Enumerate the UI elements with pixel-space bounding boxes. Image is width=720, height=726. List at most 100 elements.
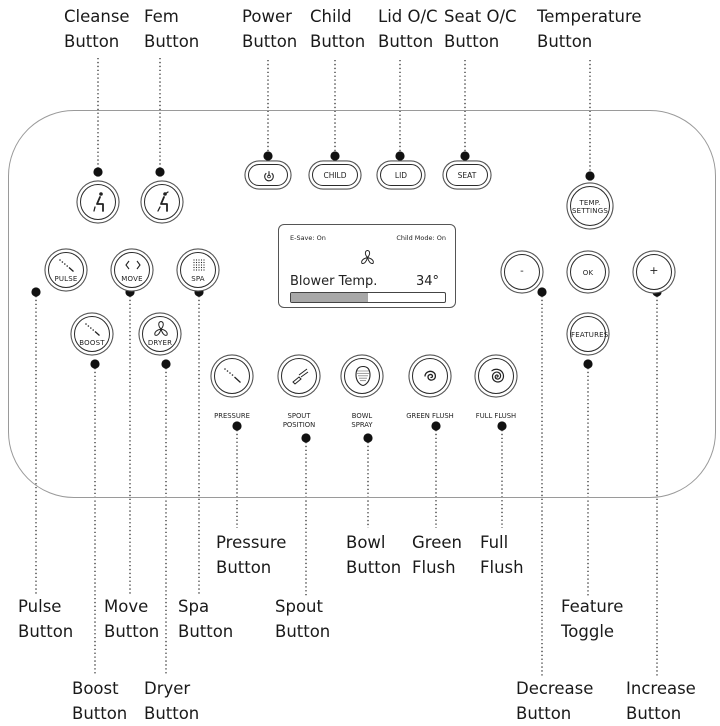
rear-wash-person-icon xyxy=(93,192,104,212)
leader-dot-bowl xyxy=(363,433,373,443)
spout-position-icon xyxy=(292,368,309,385)
lcd-display: E-Save: On Child Mode: On Blower Temp. 3… xyxy=(278,224,456,308)
full-flush-label: FULL FLUSH xyxy=(475,412,517,420)
move-button[interactable]: MOVE xyxy=(114,252,150,288)
leader-dot-temperature xyxy=(585,171,595,181)
boost-button-label: BOOST xyxy=(79,339,105,347)
fan-icon xyxy=(154,320,168,336)
power-icon xyxy=(264,171,274,182)
display-setting-value: 34° xyxy=(415,274,439,289)
temp-settings-button[interactable]: TEMP. SETTINGS xyxy=(570,186,610,226)
display-e-save: E-Save: On xyxy=(290,234,326,242)
ok-button[interactable]: OK xyxy=(570,254,606,290)
temp-settings-label-2: SETTINGS xyxy=(571,207,609,215)
increase-button-label: + xyxy=(649,264,659,277)
leader-dot-green-flush xyxy=(431,421,441,431)
spa-button[interactable]: SPA xyxy=(180,252,216,288)
decrease-button[interactable]: - xyxy=(504,254,540,290)
pressure-label: PRESSURE xyxy=(214,412,250,420)
cleanse-button[interactable] xyxy=(80,184,116,220)
green-flush-button[interactable] xyxy=(412,358,448,394)
leader-dot-spa xyxy=(194,287,204,297)
green-flush-label: GREEN FLUSH xyxy=(406,412,454,420)
spout-position-button[interactable] xyxy=(281,358,317,394)
spiral-icon xyxy=(491,368,505,383)
spa-dots-icon xyxy=(193,259,205,271)
boost-button[interactable]: BOOST xyxy=(74,316,110,352)
dryer-button-label: DRYER xyxy=(147,339,173,347)
bowl-spray-icon xyxy=(355,365,371,387)
leader-dot-full-flush xyxy=(497,421,507,431)
seat-button[interactable]: SEAT xyxy=(446,164,488,186)
leader-dot-dryer xyxy=(161,359,171,369)
decrease-button-label: - xyxy=(520,266,524,277)
leader-dot-cleanse xyxy=(93,167,103,177)
fan-icon xyxy=(361,249,374,264)
move-arrows-icon xyxy=(125,260,141,270)
leader-dot-feature xyxy=(583,359,593,369)
leader-dot-pulse xyxy=(31,287,41,297)
display-level-bar xyxy=(290,292,446,303)
leader-dot-lid xyxy=(395,151,405,161)
features-button[interactable]: FEATURES xyxy=(570,316,609,352)
child-button[interactable]: CHILD xyxy=(312,164,358,186)
pressure-button[interactable] xyxy=(214,358,250,394)
increase-button[interactable]: + xyxy=(636,254,672,290)
bowl-spray-button[interactable] xyxy=(344,358,380,394)
front-wash-person-icon xyxy=(157,191,169,212)
leader-dot-power xyxy=(263,151,273,161)
ok-button-label: OK xyxy=(582,269,594,277)
pulse-button-label: PULSE xyxy=(54,275,78,283)
dryer-button[interactable]: DRYER xyxy=(142,316,178,352)
move-button-label: MOVE xyxy=(121,275,143,283)
child-button-label: CHILD xyxy=(323,171,347,180)
leader-dot-fem xyxy=(155,167,165,177)
full-flush-button[interactable] xyxy=(478,358,514,394)
leader-dot-pressure xyxy=(232,421,242,431)
spa-button-label: SPA xyxy=(191,275,205,283)
leader-dot-decrease xyxy=(537,287,547,297)
boost-spray-icon xyxy=(85,323,100,336)
leader-dot-child xyxy=(330,151,340,161)
leader-dot-seat xyxy=(460,151,470,161)
fem-button[interactable] xyxy=(144,184,180,220)
temp-settings-label-1: TEMP. xyxy=(579,199,601,207)
leader-dot-move xyxy=(125,287,135,297)
pulse-button[interactable]: PULSE xyxy=(48,252,84,288)
pressure-spray-icon xyxy=(224,368,241,383)
seat-button-label: SEAT xyxy=(457,171,477,180)
display-setting-name: Blower Temp. xyxy=(290,274,378,289)
features-button-label: FEATURES xyxy=(571,331,609,339)
lid-button-label: LID xyxy=(394,171,408,180)
leader-dot-spout xyxy=(301,433,311,443)
power-button[interactable] xyxy=(248,164,288,186)
display-child-mode: Child Mode: On xyxy=(396,234,446,242)
display-level-fill xyxy=(291,293,368,302)
swirl-icon xyxy=(424,370,437,381)
lid-button[interactable]: LID xyxy=(380,164,422,186)
